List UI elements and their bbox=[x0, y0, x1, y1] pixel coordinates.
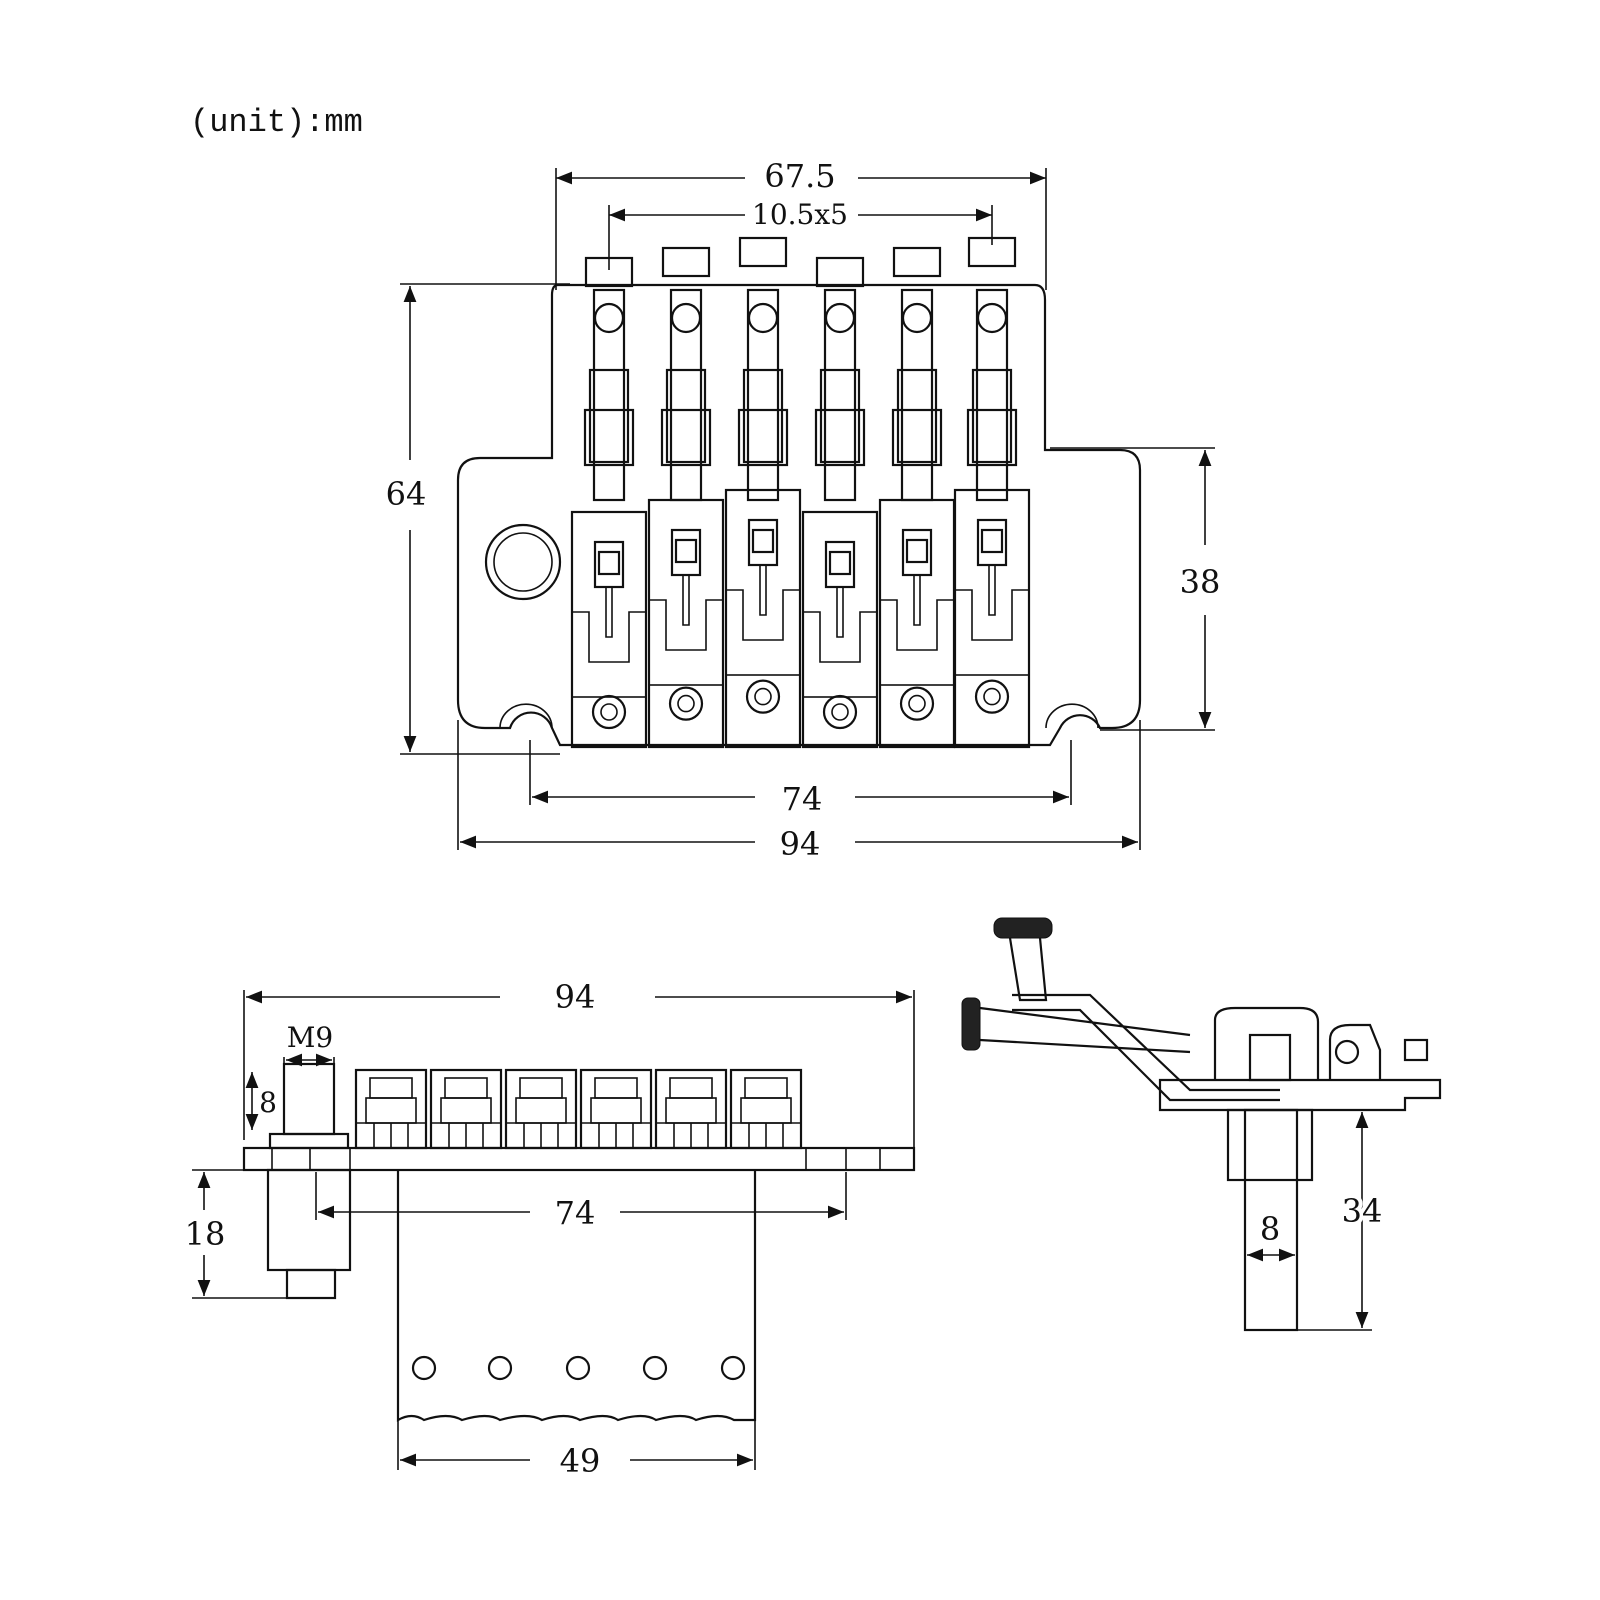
saddle-2 bbox=[647, 246, 725, 749]
fine-tuner-knob-upper bbox=[993, 917, 1053, 939]
block-hole-3 bbox=[565, 1355, 591, 1381]
dim-height-body: 38 bbox=[1180, 563, 1221, 601]
front-saddle-4 bbox=[579, 1068, 653, 1150]
sustain-block bbox=[396, 1170, 757, 1422]
front-saddle-6 bbox=[729, 1068, 803, 1150]
arm-hole bbox=[484, 523, 562, 601]
dim-width-total-front: 94 bbox=[555, 978, 596, 1016]
dim-stud-height: 8 bbox=[259, 1086, 277, 1119]
saddle-4 bbox=[801, 256, 879, 749]
front-saddle-1 bbox=[354, 1068, 428, 1150]
side-base-plate bbox=[1158, 1078, 1442, 1112]
dim-block-width: 49 bbox=[560, 1442, 601, 1480]
top-view-body-outline bbox=[456, 283, 1142, 747]
saddle-5 bbox=[878, 246, 956, 749]
unit-label: (unit):mm bbox=[190, 104, 363, 141]
fine-tuner-knob-lower bbox=[961, 997, 981, 1051]
dim-block-depth: 34 bbox=[1342, 1192, 1383, 1230]
side-view: 8 34 bbox=[961, 917, 1442, 1332]
side-saddle bbox=[1213, 1006, 1320, 1080]
saddle-1 bbox=[570, 256, 648, 749]
dim-mount-spacing-front: 74 bbox=[555, 1194, 596, 1232]
front-saddle-2 bbox=[429, 1068, 503, 1150]
block-hole-4 bbox=[642, 1355, 668, 1381]
top-view: 67.5 10.5x5 64 38 74 94 bbox=[386, 157, 1221, 863]
front-base-plate bbox=[242, 1146, 916, 1172]
dim-height-total: 64 bbox=[386, 475, 427, 513]
dim-width-total-top: 94 bbox=[780, 825, 821, 863]
dim-spacing: 10.5x5 bbox=[752, 198, 848, 231]
front-saddle-3 bbox=[504, 1068, 578, 1150]
block-hole-2 bbox=[487, 1355, 513, 1381]
block-hole-5 bbox=[720, 1355, 746, 1381]
dim-stud-depth: 18 bbox=[185, 1215, 226, 1253]
dim-mount-spacing-top: 74 bbox=[782, 780, 823, 818]
block-hole-1 bbox=[411, 1355, 437, 1381]
front-stud bbox=[282, 1062, 336, 1136]
front-view: 94 M9 8 18 74 49 bbox=[185, 978, 916, 1480]
dim-width-top: 67.5 bbox=[764, 157, 835, 195]
front-saddle-5 bbox=[654, 1068, 728, 1150]
dim-block-thickness: 8 bbox=[1260, 1210, 1280, 1248]
dim-stud-thread: M9 bbox=[287, 1021, 333, 1054]
saddle-6 bbox=[953, 236, 1031, 749]
saddle-3 bbox=[724, 236, 802, 749]
